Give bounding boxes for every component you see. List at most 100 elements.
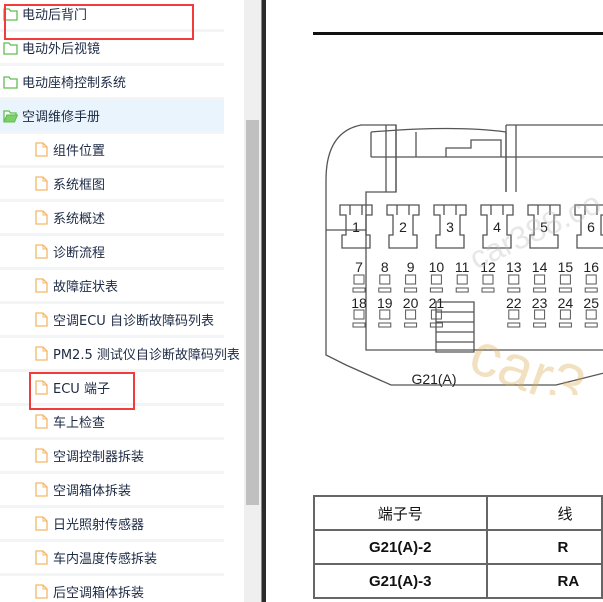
terminal-table: 端子号 线 G21(A)-2 R G21(A)-3 RA bbox=[313, 495, 603, 599]
small-pin-latch bbox=[507, 322, 521, 328]
pin-label: 6 bbox=[587, 219, 595, 235]
tree-item[interactable]: 车上检查 bbox=[0, 406, 224, 440]
pin-label: 22 bbox=[506, 295, 522, 311]
pin-label: 15 bbox=[558, 259, 574, 275]
tree-item-label: 电动外后视镜 bbox=[22, 42, 101, 57]
small-pin-latch bbox=[404, 322, 418, 328]
small-pin-latch bbox=[429, 322, 443, 328]
pane-divider[interactable] bbox=[261, 0, 266, 602]
file-icon bbox=[35, 346, 48, 361]
scrollbar-thumb[interactable] bbox=[246, 120, 259, 505]
table-row: G21(A)-2 R bbox=[313, 529, 603, 565]
tree-item-label: 系统框图 bbox=[53, 178, 106, 193]
tree-item[interactable]: 电动后背门 bbox=[0, 0, 224, 32]
pin-label: 1 bbox=[352, 219, 360, 235]
file-icon bbox=[35, 584, 48, 599]
tree-item[interactable]: 日光照射传感器 bbox=[0, 508, 224, 542]
small-pin bbox=[508, 274, 520, 285]
connector-outline bbox=[325, 124, 603, 386]
tree-item-label: ECU 端子 bbox=[53, 382, 110, 397]
connector-key bbox=[435, 301, 475, 353]
small-pin bbox=[353, 309, 365, 320]
tree-item-label: 诊断流程 bbox=[53, 246, 106, 261]
cell-wire: RA bbox=[485, 563, 603, 599]
tree-item[interactable]: 故障症状表 bbox=[0, 270, 224, 304]
pin-label: 23 bbox=[532, 295, 548, 311]
header-wire: 线 bbox=[485, 495, 603, 531]
tree-item[interactable]: 系统框图 bbox=[0, 168, 224, 202]
tree-item-label: 车上检查 bbox=[53, 416, 106, 431]
pin-label: 3 bbox=[446, 219, 454, 235]
tree-item[interactable]: 电动座椅控制系统 bbox=[0, 66, 224, 100]
small-pin-latch bbox=[352, 322, 366, 328]
folder-icon bbox=[3, 7, 18, 21]
tree-item[interactable]: PM2.5 测试仪自诊断故障码列表 bbox=[0, 338, 240, 372]
connector-diagram: 1234567891011121314151617181920212223242… bbox=[325, 124, 603, 395]
tree-sidebar: 电动后背门电动外后视镜电动座椅控制系统空调维修手册组件位置系统框图系统概述诊断流… bbox=[0, 0, 244, 602]
pin-label: 4 bbox=[493, 219, 501, 235]
small-pin-latch bbox=[378, 287, 392, 293]
file-icon bbox=[35, 482, 48, 497]
small-pin-latch bbox=[481, 287, 495, 293]
small-pin bbox=[379, 309, 391, 320]
tree-item[interactable]: 空调ECU 自诊断故障码列表 bbox=[0, 304, 224, 338]
cell-wire: R bbox=[485, 529, 603, 565]
pin-label: 8 bbox=[381, 259, 389, 275]
big-pin bbox=[433, 204, 467, 249]
file-icon bbox=[35, 210, 48, 225]
document-view: 1234567891011121314151617181920212223242… bbox=[266, 0, 603, 602]
tree-item-label: 空调控制器拆装 bbox=[53, 450, 145, 465]
small-pin bbox=[482, 274, 494, 285]
file-icon bbox=[35, 414, 48, 429]
small-pin-latch bbox=[507, 287, 521, 293]
pin-label: 21 bbox=[429, 295, 445, 311]
tree-item[interactable]: 系统概述 bbox=[0, 202, 224, 236]
tree-item-label: 空调维修手册 bbox=[22, 110, 101, 125]
small-pin-latch bbox=[584, 322, 598, 328]
tree-item[interactable]: 组件位置 bbox=[0, 134, 224, 168]
tree-item[interactable]: 空调维修手册 bbox=[0, 100, 224, 134]
small-pin bbox=[353, 274, 365, 285]
connector-right-tab bbox=[505, 124, 603, 192]
big-pin bbox=[480, 204, 514, 249]
tree-item[interactable]: 后空调箱体拆装 bbox=[0, 576, 224, 602]
small-pin bbox=[430, 274, 442, 285]
big-pin bbox=[527, 204, 561, 249]
small-pin-latch bbox=[378, 322, 392, 328]
pin-label: 16 bbox=[583, 259, 599, 275]
sidebar-scrollbar[interactable] bbox=[244, 0, 261, 602]
tree-item-label: 电动座椅控制系统 bbox=[22, 76, 127, 91]
tree-item-label: PM2.5 测试仪自诊断故障码列表 bbox=[53, 348, 240, 363]
pin-label: 10 bbox=[429, 259, 445, 275]
tree-item-label: 系统概述 bbox=[53, 212, 106, 227]
pin-label: 9 bbox=[407, 259, 415, 275]
tree-item[interactable]: ECU 端子 bbox=[0, 372, 224, 406]
pin-label: 11 bbox=[455, 259, 470, 275]
tree-item[interactable]: 诊断流程 bbox=[0, 236, 224, 270]
small-pin-latch bbox=[558, 287, 572, 293]
small-pin-latch bbox=[533, 322, 547, 328]
file-icon bbox=[35, 550, 48, 565]
small-pin-latch bbox=[558, 322, 572, 328]
small-pin bbox=[585, 274, 597, 285]
big-pin bbox=[386, 204, 420, 249]
tree-item[interactable]: 空调控制器拆装 bbox=[0, 440, 224, 474]
pin-label: 24 bbox=[558, 295, 574, 311]
small-pin bbox=[405, 309, 417, 320]
tree-item[interactable]: 车内温度传感拆装 bbox=[0, 542, 224, 576]
small-pin bbox=[379, 274, 391, 285]
small-pin bbox=[585, 309, 597, 320]
small-pin bbox=[559, 274, 571, 285]
tree-item[interactable]: 电动外后视镜 bbox=[0, 32, 224, 66]
folder-icon bbox=[3, 41, 18, 55]
pin-label: 20 bbox=[403, 295, 419, 311]
pin-label: 13 bbox=[506, 259, 522, 275]
tree-item[interactable]: 空调箱体拆装 bbox=[0, 474, 224, 508]
header-terminal: 端子号 bbox=[313, 495, 488, 531]
small-pin bbox=[534, 309, 546, 320]
connector-name: G21(A) bbox=[411, 371, 456, 387]
small-pin bbox=[508, 309, 520, 320]
small-pin-latch bbox=[455, 287, 469, 293]
small-pin bbox=[456, 274, 468, 285]
file-icon bbox=[35, 516, 48, 531]
